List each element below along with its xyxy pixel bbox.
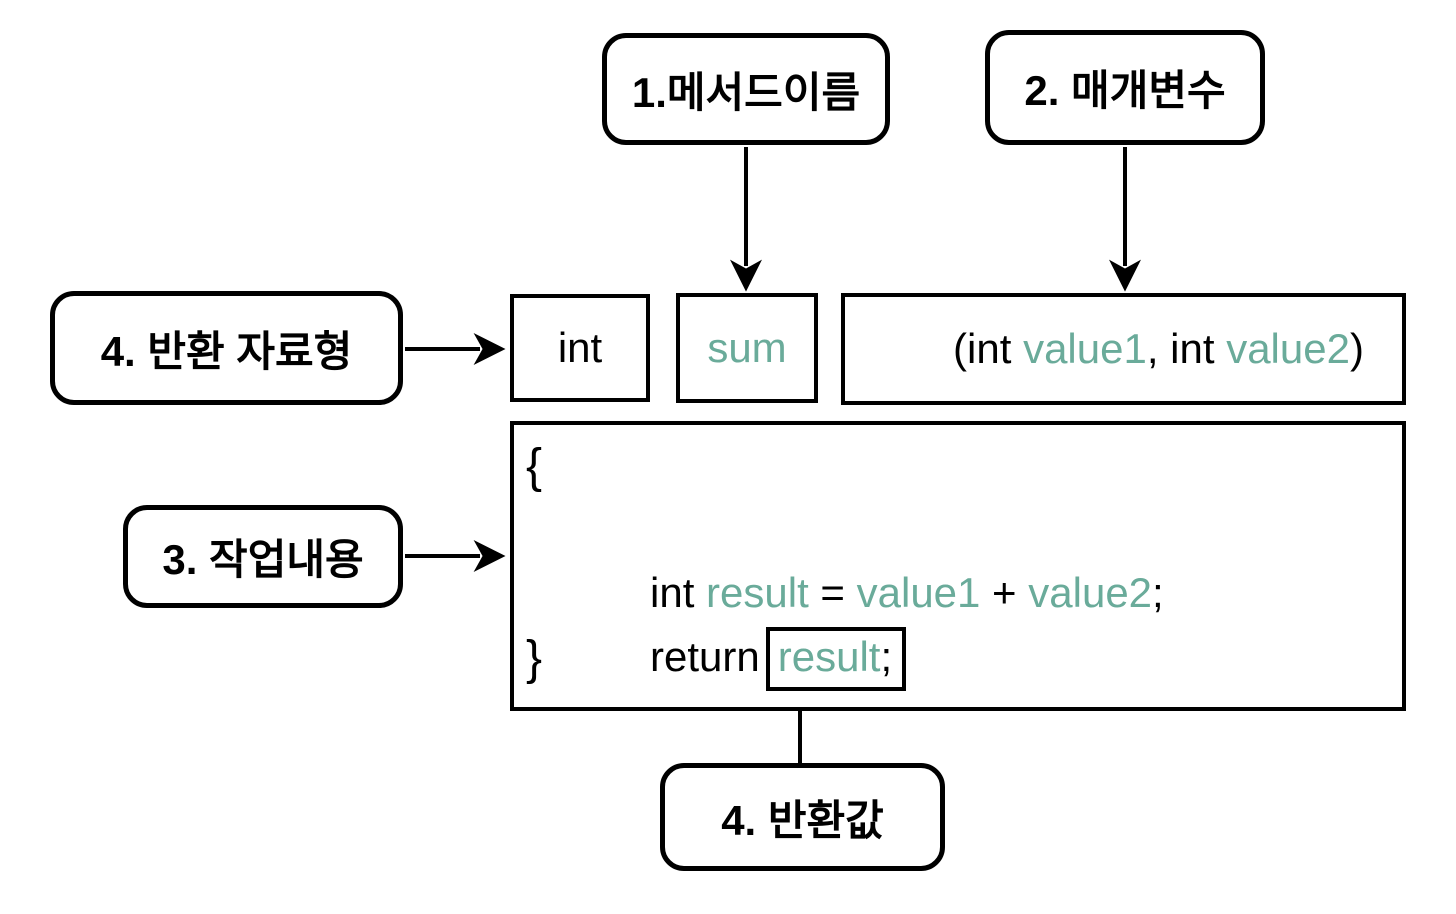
line1-value2: value2 xyxy=(1028,569,1153,616)
line1-value1: value1 xyxy=(856,569,981,616)
body-open-brace: { xyxy=(526,440,543,493)
line2-return-keyword: return xyxy=(650,633,760,680)
callout-parameters: 2. 매개변수 xyxy=(985,30,1265,145)
callout-body-label: 3. 작업내용 xyxy=(162,536,364,583)
line1-equals: = xyxy=(808,569,857,616)
return-value-highlight-box: result; xyxy=(765,627,907,691)
callout-return-type-label: 4. 반환 자료형 xyxy=(100,327,353,375)
params-open: (int xyxy=(953,325,1024,372)
line1-plus: + xyxy=(980,569,1029,616)
parameters-text: (int value1, int value2) xyxy=(883,277,1364,421)
params-value2: value2 xyxy=(1226,325,1350,372)
method-name-box: sum xyxy=(676,293,818,403)
callout-method-name: 1.메서드이름 xyxy=(602,33,890,145)
method-name-text: sum xyxy=(707,324,787,371)
params-close: ) xyxy=(1349,325,1364,372)
line1-result-var: result xyxy=(706,569,809,616)
body-line-1: int result = value1 + value2; xyxy=(580,521,1164,665)
callout-return-value: 4. 반환값 xyxy=(660,763,945,871)
callout-return-value-label: 4. 반환값 xyxy=(721,796,884,844)
callout-body: 3. 작업내용 xyxy=(123,505,403,608)
line1-semicolon: ; xyxy=(1152,569,1164,616)
return-type-text: int xyxy=(557,324,603,371)
return-type-box: int xyxy=(510,294,650,402)
line2-semicolon: ; xyxy=(880,633,893,680)
callout-method-name-label: 1.메서드이름 xyxy=(631,68,861,116)
line1-int-keyword: int xyxy=(650,569,707,616)
params-separator: , int xyxy=(1146,325,1227,372)
body-close-brace: } xyxy=(526,632,543,685)
line2-result-var: result xyxy=(777,633,881,680)
params-value1: value1 xyxy=(1023,325,1147,372)
parameters-box: (int value1, int value2) xyxy=(841,293,1406,405)
callout-parameters-label: 2. 매개변수 xyxy=(1024,67,1226,114)
callout-return-type: 4. 반환 자료형 xyxy=(50,291,403,405)
